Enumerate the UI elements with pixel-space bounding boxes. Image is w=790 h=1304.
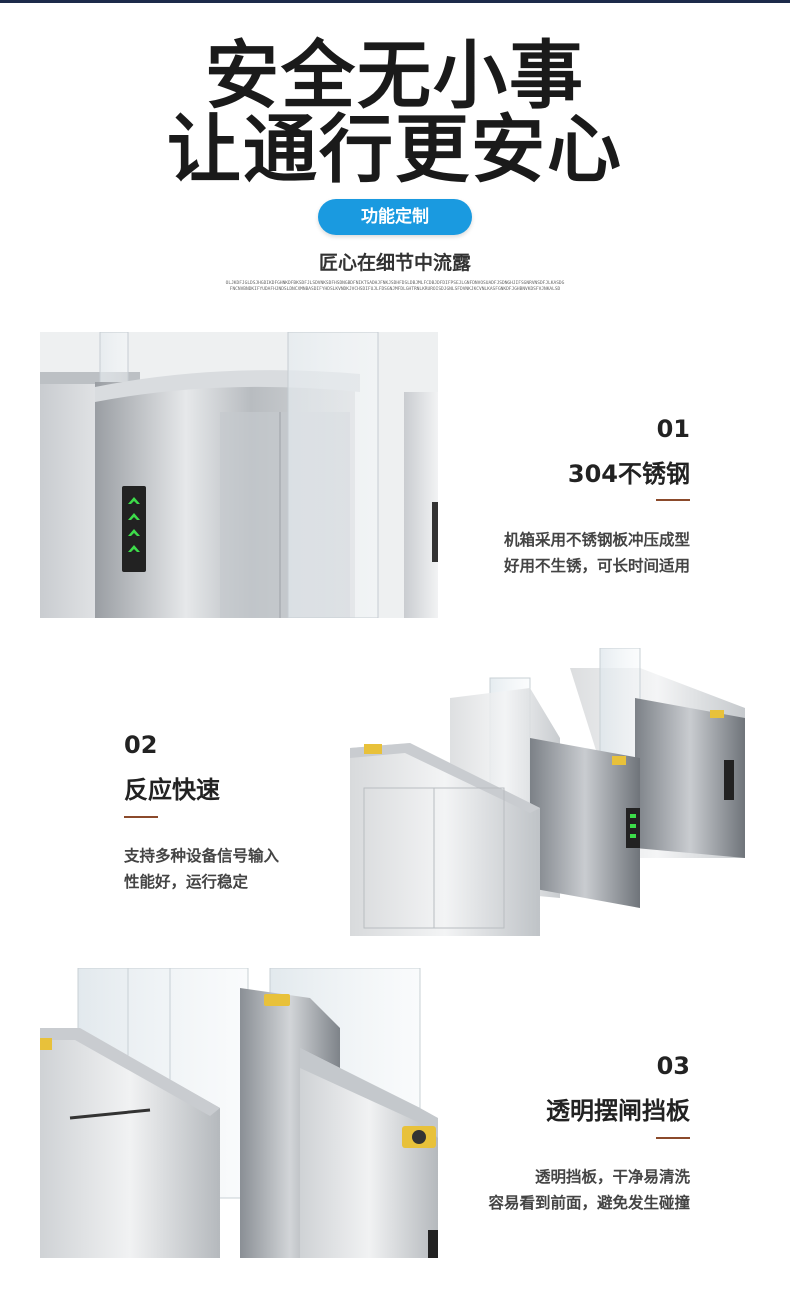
turnstile-photo-transparent-barrier — [40, 968, 438, 1258]
feature-1-description: 机箱采用不锈钢板冲压成型 好用不生锈，可长时间适用 — [504, 527, 690, 579]
turnstile-photo-fast-response — [350, 648, 750, 936]
headline-line-2: 让通行更安心 — [167, 107, 623, 193]
feature-1-desc-line-1: 机箱采用不锈钢板冲压成型 — [503, 531, 690, 549]
feature-1-divider — [656, 499, 690, 501]
feature-custom-badge: 功能定制 — [318, 199, 472, 235]
feature-3-number: 03 — [656, 1052, 690, 1080]
feature-2-divider — [124, 816, 158, 818]
feature-2-description: 支持多种设备信号输入 性能好，运行稳定 — [124, 843, 279, 895]
feature-3-desc-line-1: 透明挡板，干净易清洗 — [534, 1168, 690, 1186]
feature-1-title: 304不锈钢 — [567, 460, 690, 488]
turnstile-photo-stainless — [40, 332, 438, 618]
feature-1-desc-line-2: 好用不生锈，可长时间适用 — [503, 557, 690, 575]
top-accent-bar — [0, 0, 790, 3]
feature-3-description: 透明挡板，干净易清洗 容易看到前面，避免发生碰撞 — [488, 1164, 690, 1216]
feature-3-divider — [656, 1137, 690, 1139]
feature-3-desc-line-2: 容易看到前面，避免发生碰撞 — [488, 1194, 690, 1212]
feature-1-number: 01 — [656, 415, 690, 443]
feature-2-desc-line-2: 性能好，运行稳定 — [124, 873, 249, 891]
feature-2-title: 反应快速 — [124, 776, 220, 804]
headline-line-1: 安全无小事 — [205, 33, 585, 119]
tagline: 匠心在细节中流露 — [318, 252, 471, 274]
feature-2-desc-line-1: 支持多种设备信号输入 — [124, 847, 280, 865]
feature-3-title: 透明摆闸挡板 — [546, 1097, 690, 1125]
feature-2-number: 02 — [124, 731, 158, 759]
decorative-small-text: OLJKDFJGLDSJHGDIKDFGHNKDFBKSDFJLSDVNKSDF… — [225, 281, 565, 292]
